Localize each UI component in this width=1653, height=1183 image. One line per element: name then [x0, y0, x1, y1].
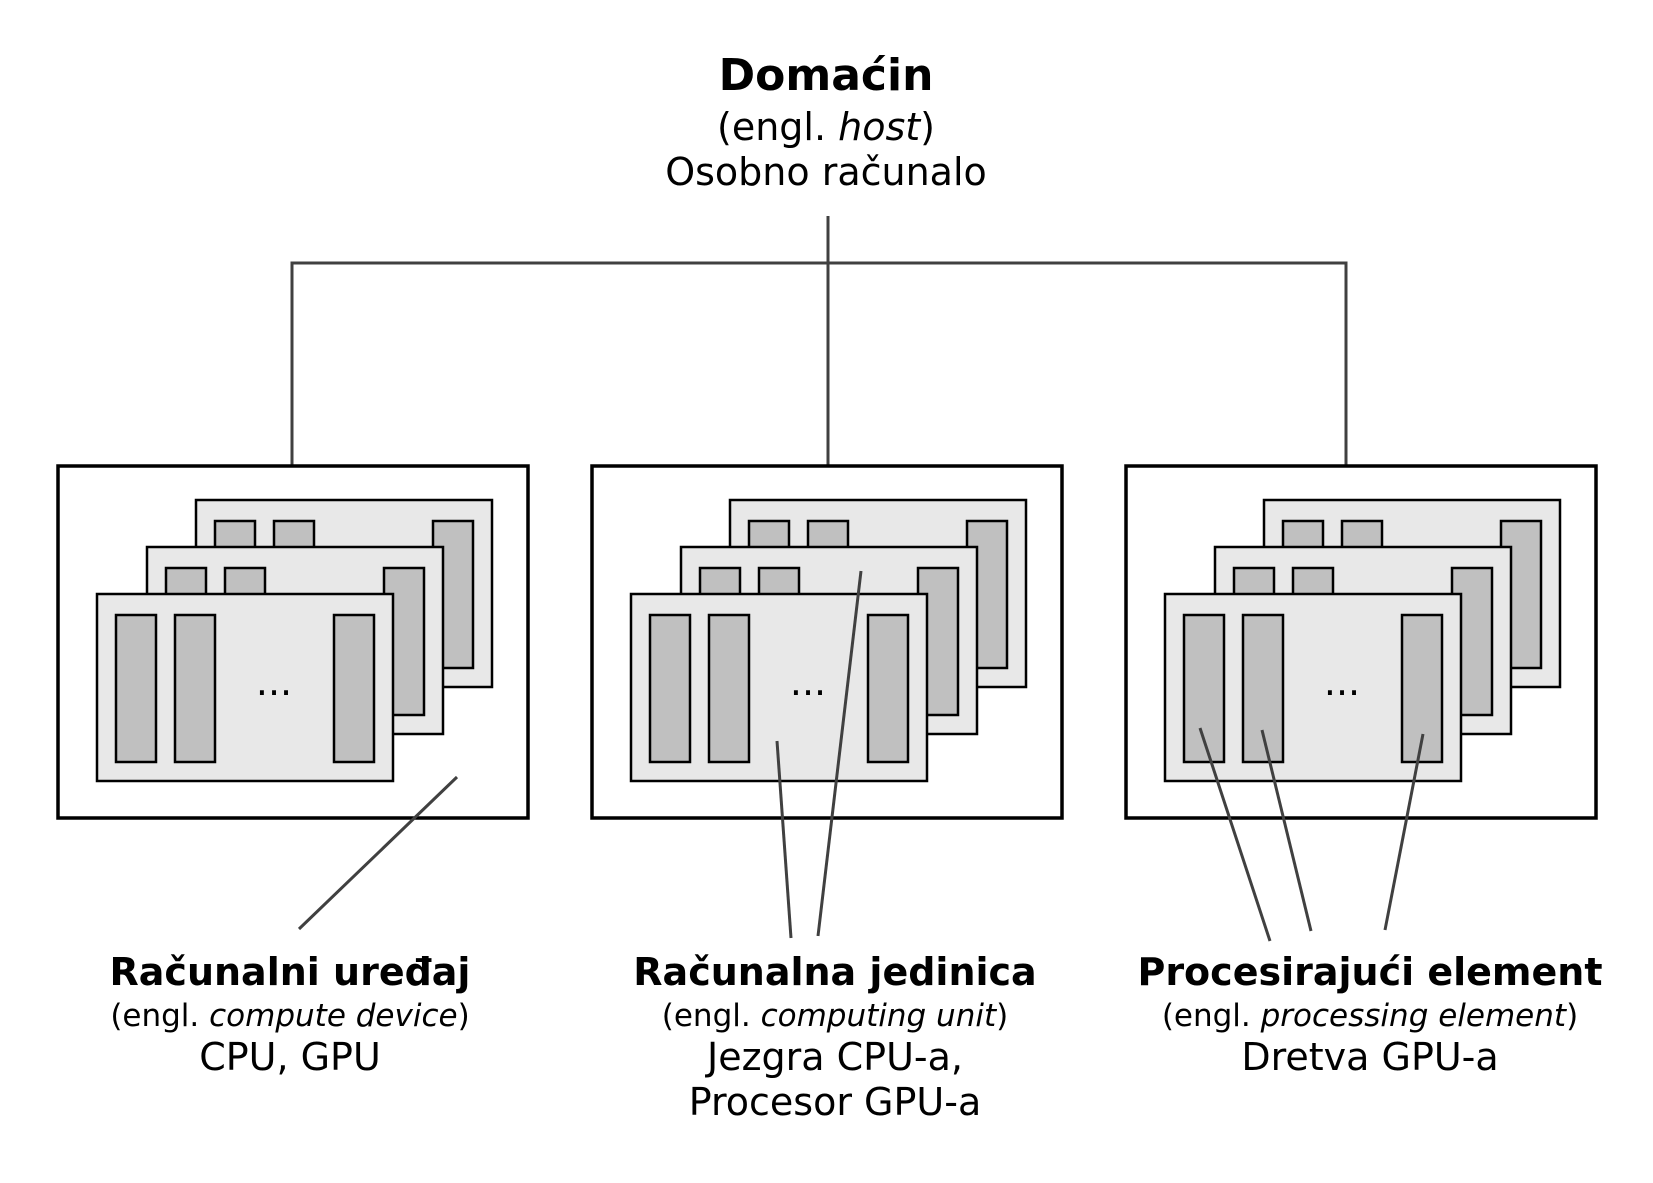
- processing-element-bar-2: [707, 613, 751, 764]
- host-connector-lines: [290, 216, 1348, 465]
- device-boxes: .........: [56, 464, 1598, 820]
- compute-device-desc: CPU, GPU: [199, 1034, 381, 1079]
- host-branch-line: [290, 261, 1348, 465]
- ellipsis-text: ...: [790, 660, 826, 704]
- ellipsis-text: ...: [256, 660, 292, 704]
- computing-unit-title: Računalna jedinica: [633, 950, 1037, 994]
- device-box-1: ...: [56, 464, 530, 820]
- processing-element-engl: (engl. processing element): [1161, 997, 1579, 1034]
- host-title: Domaćin: [718, 50, 934, 101]
- compute-unit-card-3: ...: [95, 592, 395, 783]
- host-engl-term: host: [838, 104, 921, 149]
- computing-unit-engl: (engl. computing unit): [661, 997, 1009, 1034]
- compute-device-engl: (engl. compute device): [110, 997, 470, 1034]
- processing-element-title: Procesirajući element: [1137, 950, 1603, 994]
- processing-element-bar-2: [173, 613, 217, 764]
- compute-device-pointer: [297, 775, 459, 931]
- processing-element-bar-1: [648, 613, 692, 764]
- processing-element-label: Procesirajući element (engl. processing …: [1110, 950, 1630, 1080]
- processing-element-bar-3: [332, 613, 376, 764]
- processing-element-pointer-1: [1198, 727, 1272, 942]
- processing-element-bar-3: [866, 613, 910, 764]
- compute-device-title: Računalni uređaj: [109, 950, 471, 994]
- host-label: Domaćin (engl. host) Osobno računalo: [626, 50, 1026, 196]
- processing-element-bar-1: [114, 613, 158, 764]
- pointer-lines: [297, 570, 1425, 942]
- computing-unit-pointer-2: [816, 570, 863, 937]
- processing-element-desc: Dretva GPU-a: [1241, 1034, 1499, 1079]
- processing-element-pointer-3: [1383, 733, 1425, 931]
- compute-unit-card-3: ...: [1163, 592, 1463, 783]
- host-description: Osobno računalo: [665, 150, 987, 195]
- computing-unit-label: Računalna jedinica (engl. computing unit…: [570, 950, 1100, 1126]
- compute-device-label: Računalni uređaj (engl. compute device) …: [40, 950, 540, 1080]
- device-box-3: ...: [1124, 464, 1598, 820]
- computing-unit-pointer-1: [775, 740, 793, 939]
- device-box-2: ...: [590, 464, 1064, 820]
- computing-unit-desc-line2: Procesor GPU-a: [688, 1080, 982, 1125]
- host-engl: (engl. host): [717, 104, 935, 149]
- ellipsis-text: ...: [1324, 660, 1360, 704]
- processing-element-pointer-2: [1260, 729, 1313, 932]
- computing-unit-desc-line1: Jezgra CPU-a,: [707, 1034, 963, 1079]
